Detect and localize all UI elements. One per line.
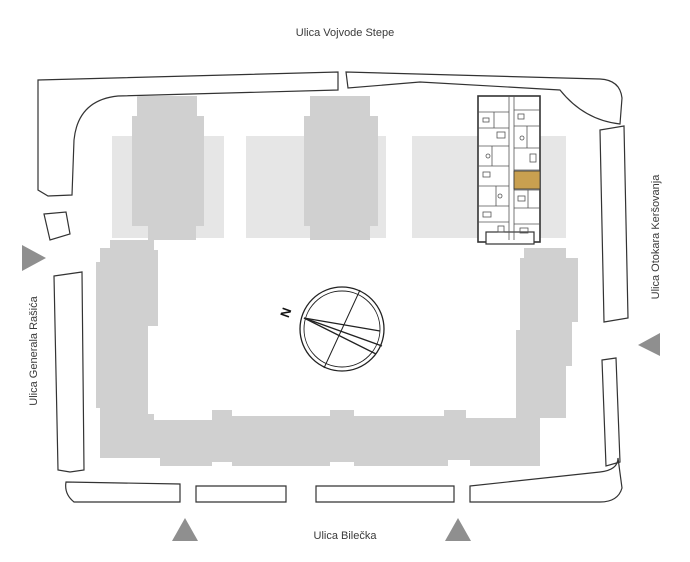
compass-inner-ring [303,290,381,368]
compass-rose [299,286,385,372]
compass-needle-3 [303,317,377,355]
compass-outer-ring [299,286,385,372]
compass-needle-2 [303,317,381,332]
entrance-marker-west [22,245,46,271]
street-label-north: Ulica Vojvode Stepe [295,27,395,39]
building-west-wing [96,240,158,420]
street-label-west: Ulica Generala Rašića [28,296,40,406]
highlighted-apartment[interactable] [513,170,541,190]
entrance-markers [22,245,660,541]
selected-building[interactable] [477,95,541,245]
compass-needle-1 [303,317,383,347]
building-east-wing [516,248,578,418]
boundary-north-west [37,71,339,197]
boundary-south-4 [469,457,623,503]
building-footprints [96,96,578,466]
boundary-south-2 [195,485,287,503]
entrance-marker-south-2 [445,518,471,541]
entrance-marker-east [638,333,660,356]
floor-plan-walls [478,96,540,240]
street-label-east: Ulica Otokara Keršovanja [650,174,662,300]
boundary-south-3 [315,485,455,503]
building-south-wing [100,410,540,466]
boundary-west-upper [43,211,71,241]
street-label-south: Ulica Bilečka [313,530,377,542]
boundary-west-lower [53,271,85,473]
plot-boundary [37,71,629,503]
building-north-west-tower [132,96,204,240]
building-north-middle-tower [304,96,378,240]
compass-axis [323,289,361,369]
selected-building-annex [485,231,535,245]
boundary-north-east [345,71,623,125]
entrance-marker-south-1 [172,518,198,541]
boundary-east-upper [599,125,629,323]
boundary-south-1 [65,481,181,503]
boundary-east-lower [601,357,621,467]
